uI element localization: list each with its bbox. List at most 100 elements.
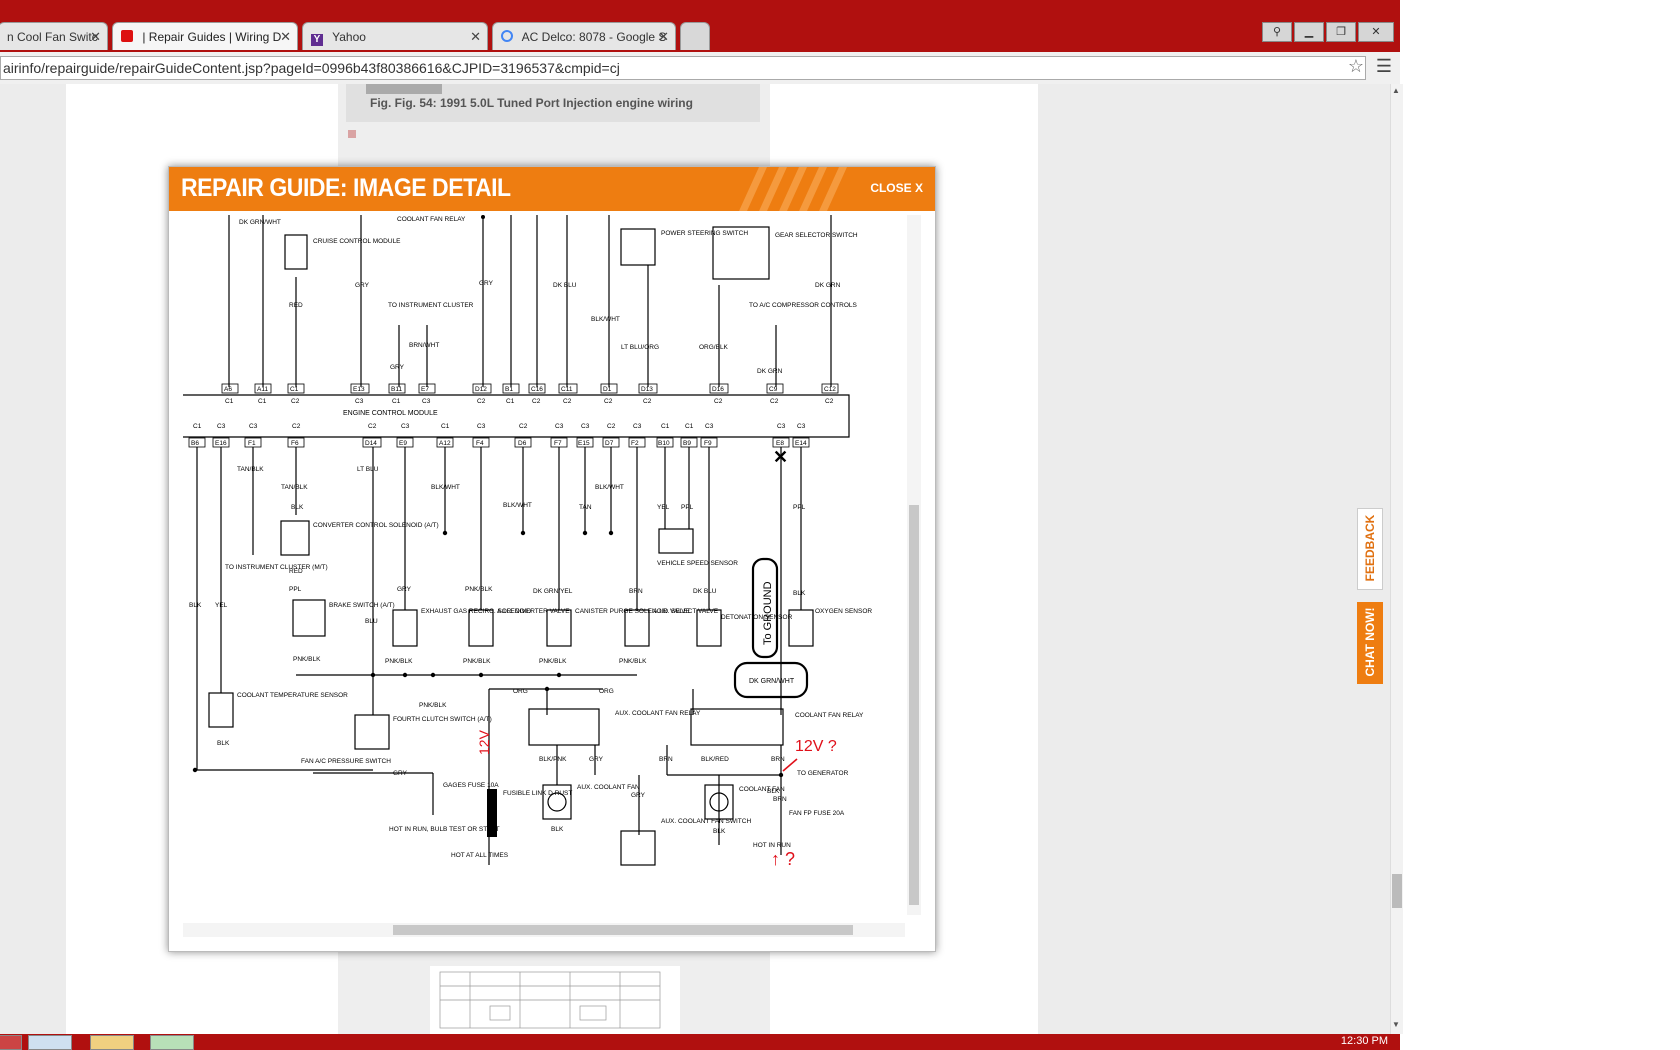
pin-label: E15 — [578, 440, 590, 447]
page-scrollbar[interactable]: ▲ ▼ — [1390, 84, 1403, 1034]
pin-label: F6 — [291, 440, 299, 447]
wire-label: BRN — [659, 756, 673, 763]
conn-label: C2 — [368, 423, 377, 430]
start-button[interactable] — [0, 1035, 22, 1050]
tab-cool-fan-switch[interactable]: n Cool Fan Switc ✕ — [0, 22, 108, 50]
conn-label: C3 — [355, 398, 364, 405]
circled-wire-label: DK GRN/WHT — [749, 678, 795, 685]
tab-close-icon[interactable]: ✕ — [470, 29, 481, 44]
conn-label: C2 — [770, 398, 779, 405]
pin-label: E16 — [215, 440, 227, 447]
conn-label: C2 — [292, 423, 301, 430]
feedback-button[interactable]: FEEDBACK — [1357, 508, 1383, 590]
wire-label: BLK — [793, 590, 806, 597]
wire-label: BLK — [189, 602, 202, 609]
wire-label: BLK/WHT — [591, 316, 620, 323]
page-scrollbar-thumb[interactable] — [1392, 874, 1402, 908]
pin-label: F1 — [248, 440, 256, 447]
wire-label: DK BLU — [693, 588, 717, 595]
pin-label: D14 — [365, 440, 377, 447]
conn-label: C3 — [633, 423, 642, 430]
diagram-vertical-scrollbar-thumb[interactable] — [909, 505, 919, 905]
explorer-taskbar-icon[interactable] — [28, 1035, 72, 1050]
new-tab-button[interactable] — [680, 22, 710, 50]
tab-close-icon[interactable]: ✕ — [280, 29, 291, 44]
wire-label: BLK — [767, 788, 780, 795]
pin-label: C9 — [769, 386, 778, 393]
pin-label: B1 — [505, 386, 513, 393]
wire-label: BRN — [773, 796, 787, 803]
user-icon[interactable]: ⚲ — [1262, 22, 1292, 42]
diagram-horizontal-scrollbar-thumb[interactable] — [393, 925, 853, 935]
wire-label: DK GRN/YEL — [533, 588, 573, 595]
component-label: VEHICLE SPEED SENSOR — [657, 560, 738, 567]
component-label: FOURTH CLUTCH SWITCH (A/T) — [393, 716, 492, 723]
tab-yahoo[interactable]: Y Yahoo ✕ — [302, 22, 488, 50]
close-button[interactable]: CLOSE X — [870, 181, 923, 195]
wire-label: PPL — [289, 586, 302, 593]
wire-label: BRN — [771, 756, 785, 763]
scroll-up-icon[interactable]: ▲ — [1392, 86, 1400, 95]
scroll-down-icon[interactable]: ▼ — [1392, 1020, 1400, 1029]
component-label: AUX. COOLANT FAN RELAY — [615, 710, 701, 717]
wire-label: DK BLU — [553, 282, 577, 289]
feedback-label: FEEDBACK — [1363, 514, 1377, 582]
wire-label: PNK/BLK — [465, 586, 493, 593]
component-label: AUX. COOLANT FAN — [577, 784, 640, 791]
wire-label: PNK/BLK — [419, 702, 447, 709]
bookmark-star-icon[interactable]: ☆ — [1347, 56, 1364, 76]
wire-label: PNK/BLK — [385, 658, 413, 665]
component-label: HOT IN RUN — [753, 842, 791, 849]
pin-label: E9 — [399, 440, 407, 447]
modal-title: REPAIR GUIDE: IMAGE DETAIL — [181, 174, 511, 202]
conn-label: C3 — [477, 423, 486, 430]
chrome-menu-icon[interactable]: ☰ — [1375, 56, 1392, 76]
google-favicon-icon — [501, 30, 513, 42]
diagram-vertical-scrollbar[interactable] — [907, 215, 921, 915]
pin-label: B9 — [683, 440, 691, 447]
next-figure-thumbnail[interactable] — [430, 966, 680, 1034]
minimize-icon[interactable]: ▁ — [1294, 22, 1324, 42]
wire-label: BLK — [217, 740, 230, 747]
figure-caption: Fig. Fig. 54: 1991 5.0L Tuned Port Injec… — [370, 96, 693, 110]
wire-label: PNK/BLK — [463, 658, 491, 665]
wire-label: GRY — [397, 586, 412, 593]
tab-close-icon[interactable]: ✕ — [90, 29, 101, 44]
component-label: OXYGEN SENSOR — [815, 608, 872, 615]
wire-label: BLK/PNK — [539, 756, 567, 763]
wiring-diagram-viewport[interactable]: ENGINE CONTROL MODULE A6 A11 C1 E13 B11 … — [183, 215, 905, 925]
conn-label: C3 — [581, 423, 590, 430]
component-label: A.I.R. DIVERTER VALVE — [497, 608, 570, 615]
restore-icon[interactable]: ❐ — [1326, 22, 1356, 42]
pin-label: D12 — [475, 386, 487, 393]
pin-label: F2 — [631, 440, 639, 447]
wire-label: BRN/WHT — [409, 342, 439, 349]
tab-label: AC Delco: 8078 - Google S — [521, 30, 667, 44]
pin-label: F4 — [476, 440, 484, 447]
chat-now-button[interactable]: CHAT NOW! — [1357, 602, 1383, 684]
conn-label: C2 — [643, 398, 652, 405]
pin-label: C16 — [531, 386, 543, 393]
conn-label: C1 — [661, 423, 670, 430]
component-label: GEAR SELECTOR SWITCH — [775, 232, 858, 239]
tab-close-icon[interactable]: ✕ — [658, 29, 669, 44]
pin-label: E8 — [776, 440, 784, 447]
wire-label: GRY — [631, 792, 646, 799]
component-label: FUSIBLE LINK D RUST — [503, 790, 572, 797]
conn-label: C2 — [607, 423, 616, 430]
tab-google-search[interactable]: AC Delco: 8078 - Google S ✕ — [492, 22, 676, 50]
wire-label: GRY — [390, 364, 405, 371]
tab-repair-guides[interactable]: | Repair Guides | Wiring D ✕ — [112, 22, 298, 50]
close-window-icon[interactable]: ✕ — [1358, 22, 1394, 42]
wire-label: GRY — [355, 282, 370, 289]
diagram-horizontal-scrollbar[interactable] — [183, 923, 905, 937]
pin-label: D16 — [712, 386, 724, 393]
wire-label: BLK — [551, 826, 564, 833]
wire-label: BRN — [629, 588, 643, 595]
chrome-taskbar-icon[interactable] — [90, 1035, 134, 1050]
tab-label: Yahoo — [332, 30, 366, 44]
wire-label: GRY — [393, 770, 408, 777]
excel-taskbar-icon[interactable] — [150, 1035, 194, 1050]
wire-label: BLK/WHT — [431, 484, 460, 491]
address-bar[interactable]: airinfo/repairguide/repairGuideContent.j… — [0, 56, 1366, 80]
